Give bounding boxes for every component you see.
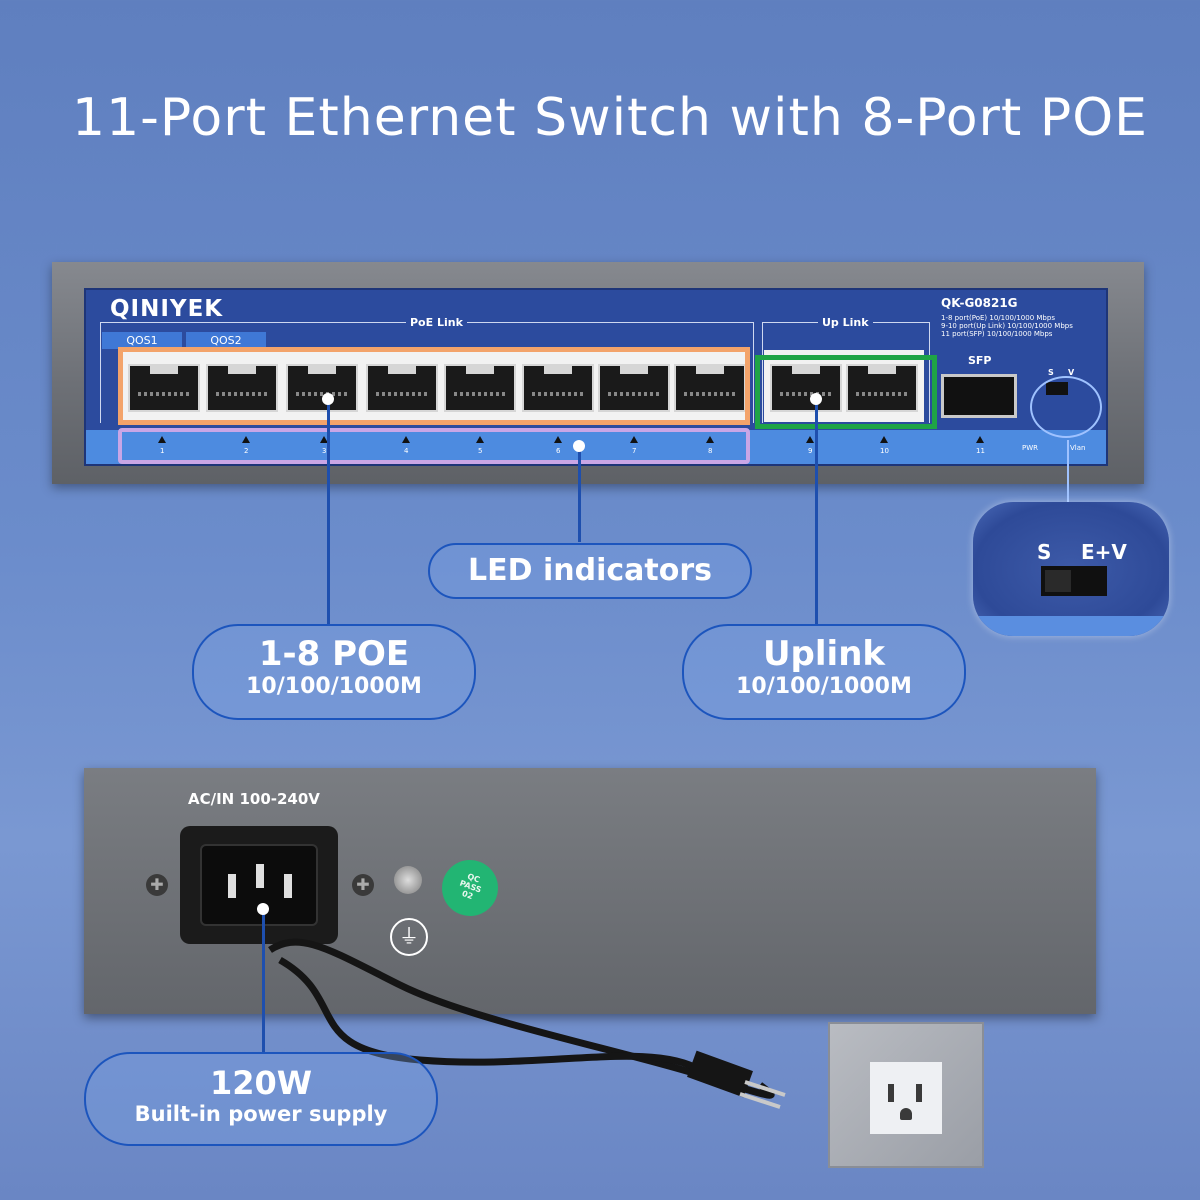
port-number-6: 6 [556,447,561,455]
uplink-ports-highlight [755,355,937,429]
rj45-port-8 [674,364,746,412]
port-number-5: 5 [478,447,483,455]
port-number-11: 11 [976,447,985,455]
uplink-label: Up Link [818,316,873,329]
model-number: QK-G0821G [941,296,1018,310]
rj45-port-4 [366,364,438,412]
poe-link-label: PoE Link [406,316,467,329]
port-number-7: 7 [632,447,637,455]
led-indicator-9 [806,436,814,443]
outlet-slot-left [888,1084,894,1102]
led-indicator-4 [402,436,410,443]
qos1-label: QOS1 [102,332,182,349]
dip-label-s: S [1048,368,1054,377]
switch-rear-panel: AC/IN 100-240V ✚ ✚ ⏚ QC PASS 02 [84,768,1096,1014]
led-indicator-3 [320,436,328,443]
poe-callout: 1-8 POE 10/100/1000M [192,624,476,720]
ac-input-label: AC/IN 100-240V [188,790,320,808]
zoom-leader-line [1067,440,1069,502]
mount-screw-right: ✚ [352,874,374,896]
rj45-port-3 [286,364,358,412]
zoom-label-ev: E+V [1081,540,1127,564]
zoom-label-s: S [1037,540,1052,564]
outlet-faceplate [870,1062,942,1134]
power-leader-line [262,910,265,1054]
ground-screw [394,866,422,894]
led-indicator-6 [554,436,562,443]
qos2-label: QOS2 [186,332,266,349]
led-indicator-10 [880,436,888,443]
uplink-callout: Uplink 10/100/1000M [682,624,966,720]
port-number-8: 8 [708,447,713,455]
rj45-port-7 [598,364,670,412]
zoom-blue-strip [973,616,1169,636]
led-indicators-callout: LED indicators [428,543,752,599]
rj45-port-6 [522,364,594,412]
ground-icon: ⏚ [390,918,428,956]
poe-callout-title: 1-8 POE [258,634,410,674]
socket-pin-center [256,864,264,888]
socket-pin-right [284,874,292,898]
brand-logo: QINIYEK [110,296,224,322]
rj45-port-1 [128,364,200,412]
led-indicators-highlight [118,428,750,464]
led-indicator-1 [158,436,166,443]
switch-front-panel: QINIYEK QK-G0821G 1-8 port(PoE) 10/100/1… [52,262,1144,484]
rj45-port-5 [444,364,516,412]
led-leader-dot [573,440,585,452]
led-indicator-11 [976,436,984,443]
uplink-leader-line [815,400,818,624]
power-callout: 120W Built-in power supply [84,1052,438,1146]
outlet-slot-right [916,1084,922,1102]
socket-pin-left [228,874,236,898]
sfp-label: SFP [968,354,992,367]
rj45-port-9 [770,364,842,412]
led-indicator-5 [476,436,484,443]
dip-switch-zoom: S E+V [973,502,1169,636]
pwr-label: PWR [1022,444,1039,452]
led-indicator-7 [630,436,638,443]
rj45-port-10 [846,364,918,412]
power-leader-dot [257,903,269,915]
zoom-dip-switch [1041,566,1107,596]
led-leader-line [578,446,581,542]
port-number-1: 1 [160,447,165,455]
sfp-port-11 [941,374,1017,418]
dip-switch-highlight [1030,376,1102,438]
port-number-10: 10 [880,447,889,455]
uplink-leader-dot [810,393,822,405]
led-strip [86,430,1106,464]
wall-outlet [828,1022,984,1168]
mount-screw-left: ✚ [146,874,168,896]
poe-leader-line [327,400,330,624]
dip-label-v: V [1068,368,1075,377]
port-number-3: 3 [322,447,327,455]
port-number-4: 4 [404,447,409,455]
front-faceplate: QINIYEK QK-G0821G 1-8 port(PoE) 10/100/1… [84,288,1108,466]
uplink-callout-title: Uplink [762,634,886,674]
led-indicator-2 [242,436,250,443]
poe-callout-speed: 10/100/1000M [246,674,422,699]
vlan-label: Vlan [1070,444,1086,452]
poe-ports-highlight [118,347,750,425]
port-specs: 1-8 port(PoE) 10/100/1000 Mbps 9-10 port… [941,314,1073,338]
poe-leader-dot [322,393,334,405]
page-title: 11-Port Ethernet Switch with 8-Port POE [72,88,1148,148]
power-callout-desc: Built-in power supply [134,1102,388,1126]
outlet-ground-hole [900,1108,912,1120]
led-indicator-8 [706,436,714,443]
port-number-2: 2 [244,447,249,455]
rj45-port-2 [206,364,278,412]
power-callout-title: 120W [209,1064,313,1102]
port-number-9: 9 [808,447,813,455]
uplink-callout-speed: 10/100/1000M [736,674,912,699]
